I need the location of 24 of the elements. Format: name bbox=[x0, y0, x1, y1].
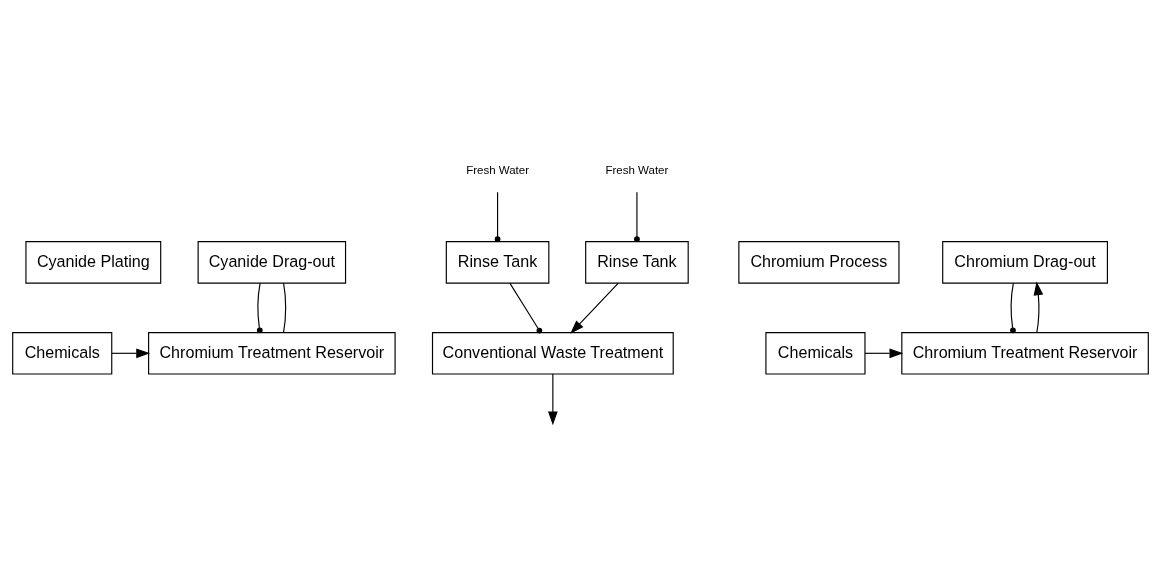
arrow bbox=[111, 348, 151, 359]
connector bbox=[1010, 282, 1016, 334]
node-text: Fresh Water bbox=[605, 164, 669, 177]
node-box: Conventional Waste Treatment bbox=[431, 332, 674, 375]
node-box: Chromium Drag-out bbox=[942, 241, 1108, 284]
connector bbox=[256, 282, 263, 334]
node-box: Chemicals bbox=[765, 332, 866, 375]
arrow bbox=[1033, 281, 1044, 334]
connector bbox=[494, 191, 501, 243]
connector bbox=[634, 191, 640, 243]
node-box: Chromium Treatment Reservoir bbox=[901, 332, 1149, 375]
node-box: Cyanide Plating bbox=[25, 241, 162, 284]
connector bbox=[509, 282, 543, 334]
node-box: Chromium Process bbox=[738, 241, 900, 284]
node-box: Chromium Treatment Reservoir bbox=[148, 332, 396, 375]
arrow bbox=[548, 373, 558, 426]
node-box: Cyanide Drag-out bbox=[197, 241, 347, 284]
node-box: Rinse Tank bbox=[585, 241, 689, 284]
node-text: Fresh Water bbox=[466, 164, 529, 177]
arrow bbox=[864, 348, 904, 359]
connector bbox=[282, 282, 287, 334]
arrow bbox=[570, 282, 619, 334]
node-box: Chemicals bbox=[12, 332, 113, 375]
node-box: Rinse Tank bbox=[445, 241, 550, 284]
